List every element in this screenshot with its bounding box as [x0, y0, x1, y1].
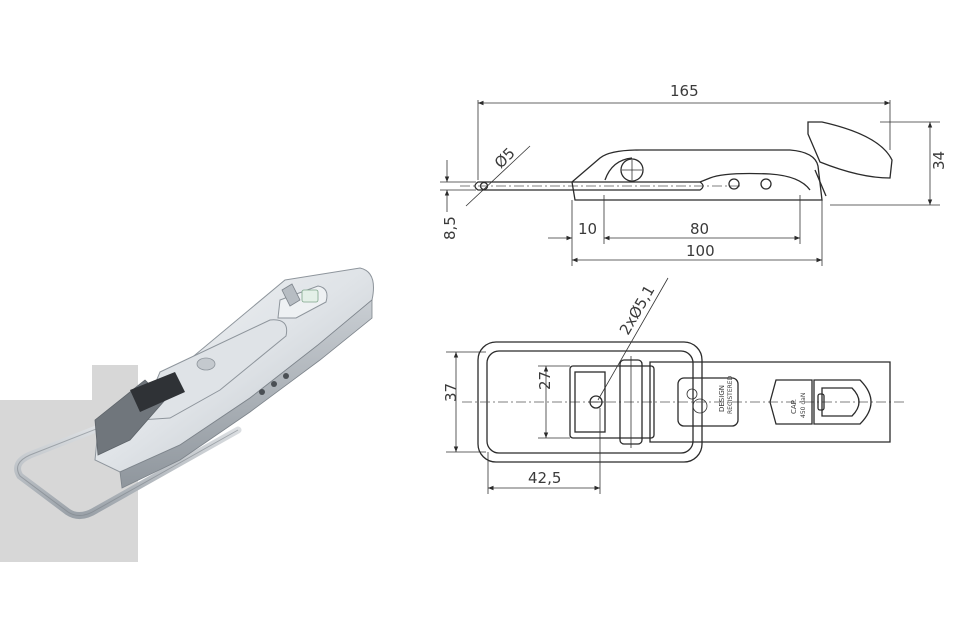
dim-length-total: 165	[670, 82, 699, 100]
catch-tab	[301, 289, 319, 303]
stamp-capacity-value: 450 daN	[800, 393, 807, 418]
latch-product-render	[0, 267, 374, 562]
stamp-registered: REGISTERED	[727, 375, 734, 414]
base-plate-side	[119, 299, 373, 489]
dim-offset: 10	[578, 220, 597, 238]
stamp-capacity: CAP.	[790, 399, 798, 414]
top-view-drawing: DESIGN REGISTERED CAP. 450 daN 2xØ5,1 27…	[442, 277, 905, 494]
side-hole	[283, 373, 289, 379]
dim-thickness: 8,5	[441, 216, 459, 240]
dim-loop-length: 42,5	[528, 469, 561, 487]
dim-mount-holes: 2xØ5,1	[616, 282, 659, 338]
dim-height: 34	[930, 151, 948, 170]
dim-base-length: 100	[686, 242, 715, 260]
logo-disc	[196, 357, 216, 371]
dim-width: 37	[442, 383, 460, 402]
dim-hole-diameter: Ø5	[491, 144, 519, 172]
side-hole	[271, 381, 277, 387]
dim-inner-width: 27	[536, 371, 554, 390]
stamp-design: DESIGN	[718, 385, 726, 412]
side-view-drawing: 165 Ø5 34 8,5 10 80 100	[440, 82, 948, 266]
side-hole	[259, 389, 265, 395]
dim-hole-spacing: 80	[690, 220, 709, 238]
